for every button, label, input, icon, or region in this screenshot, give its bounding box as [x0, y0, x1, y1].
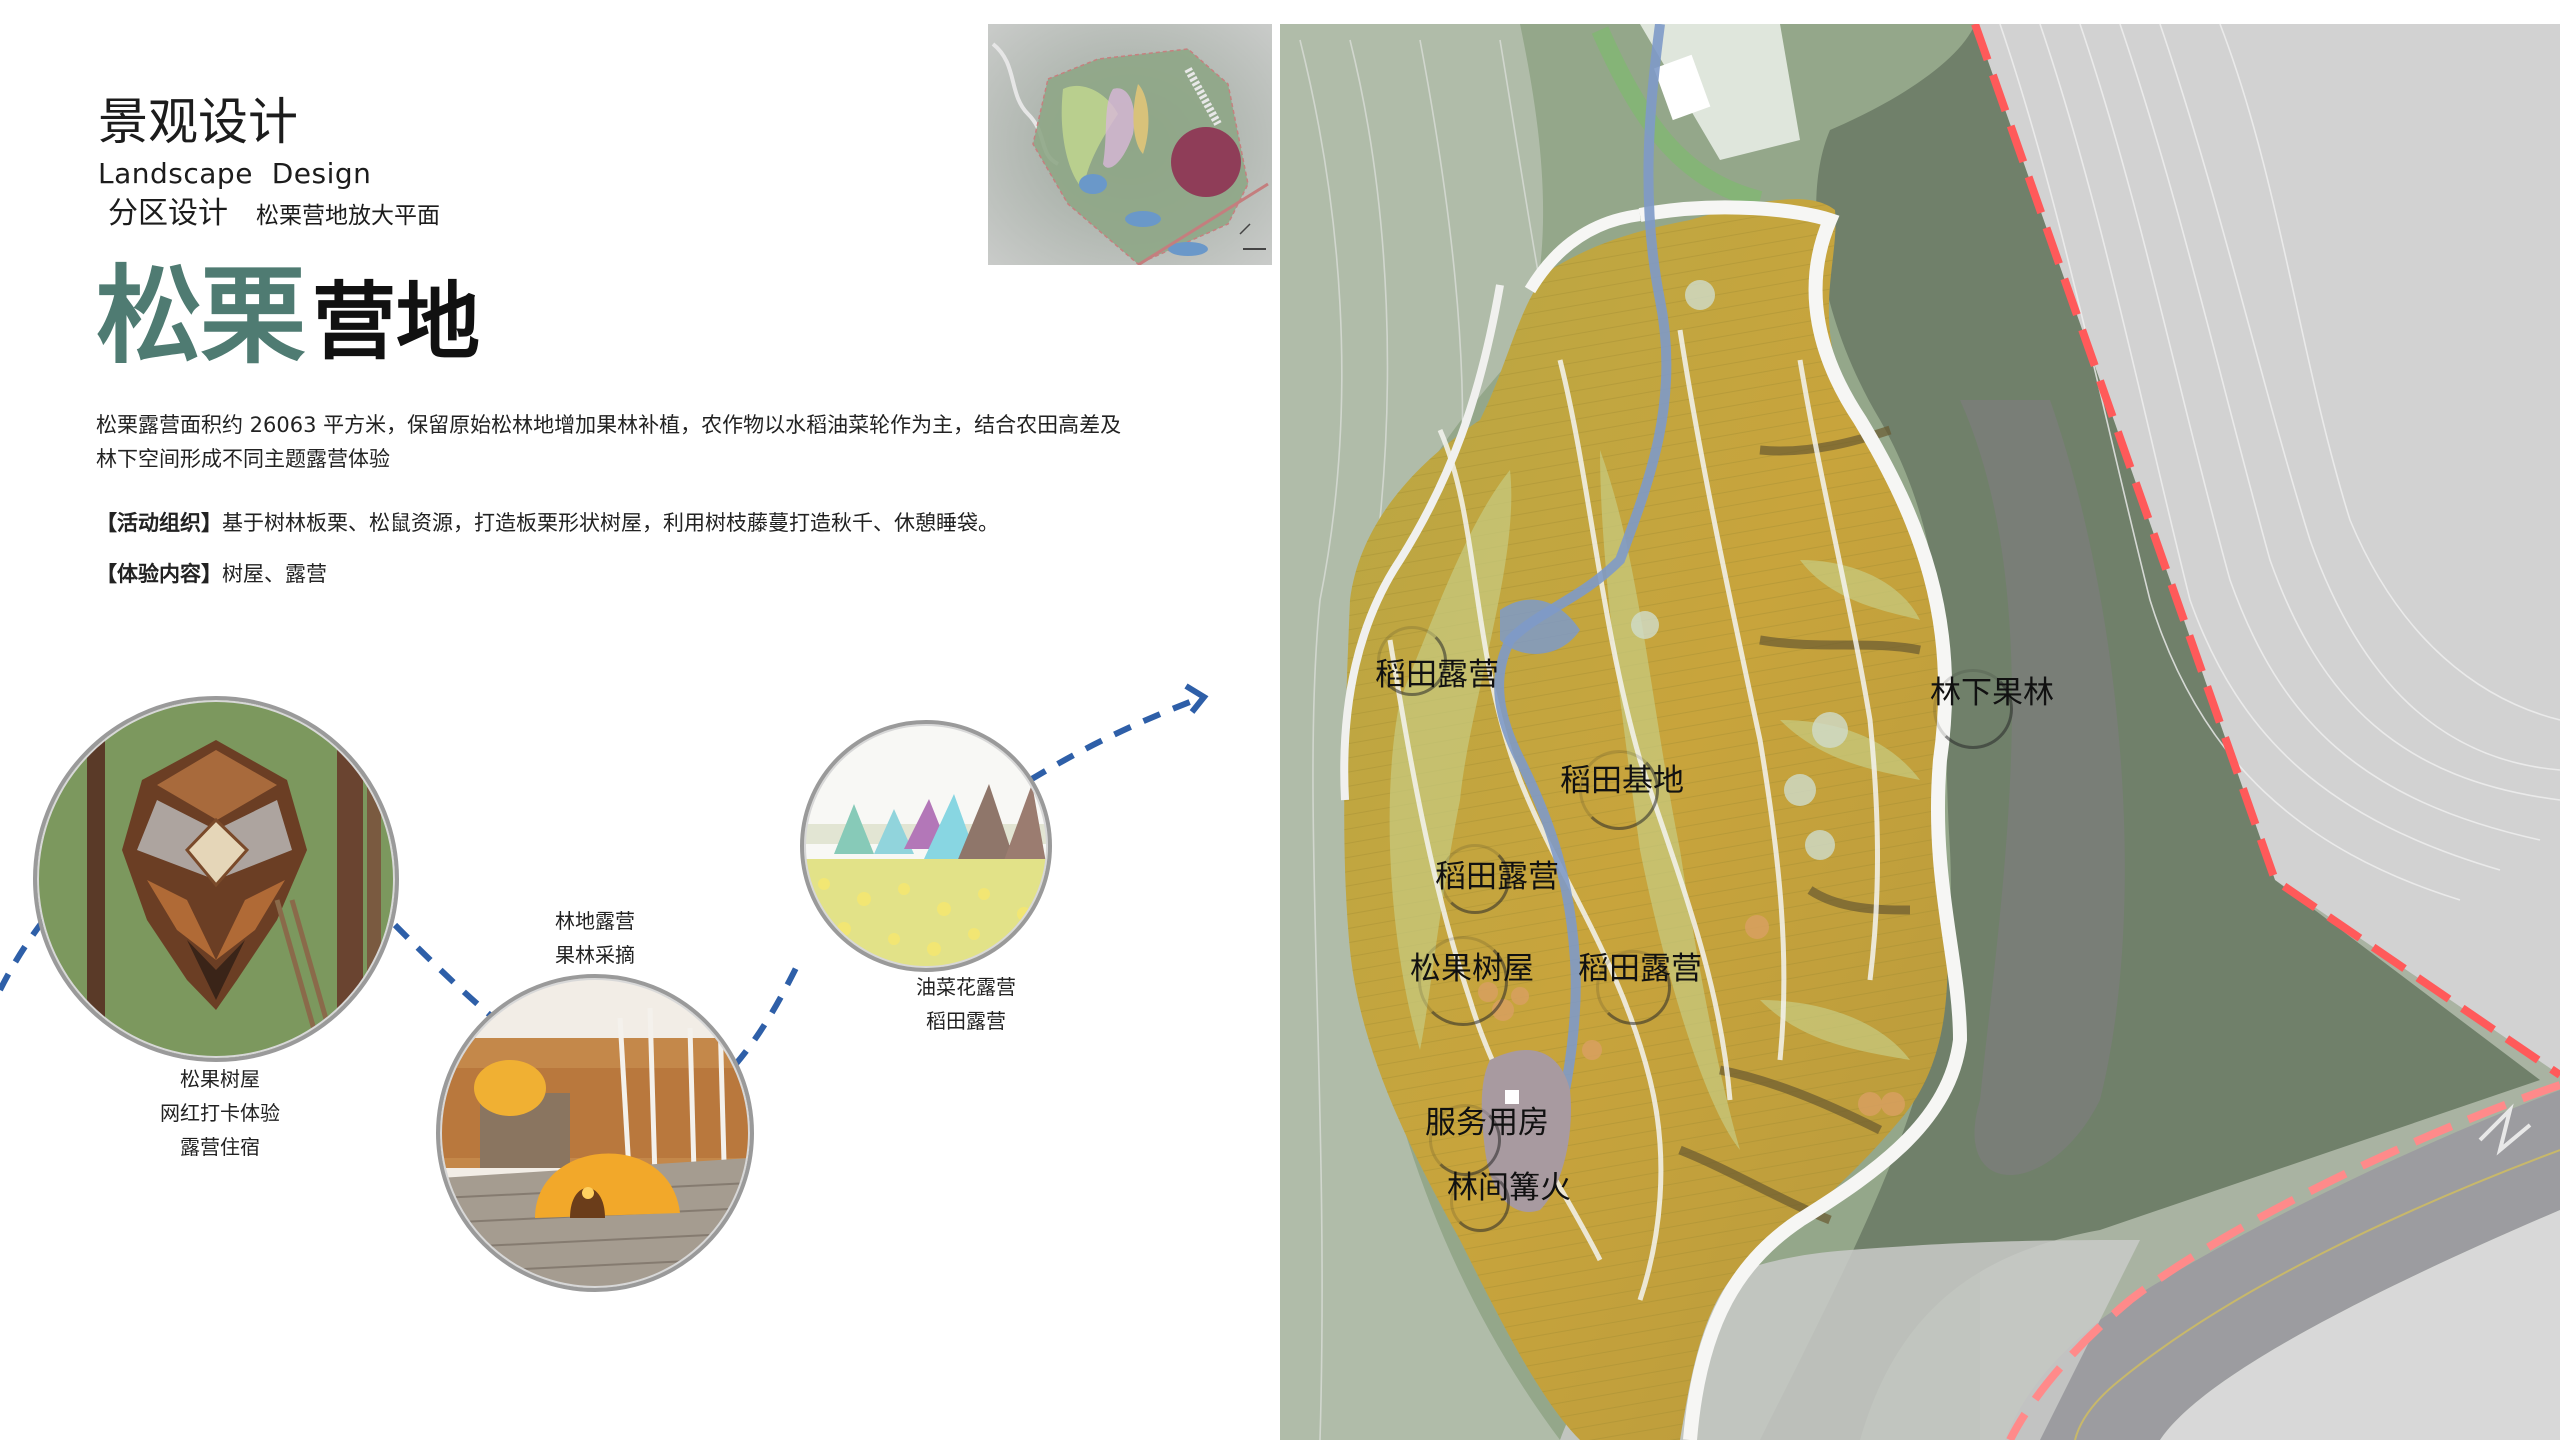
section-detail: 松栗营地放大平面	[256, 203, 440, 229]
journey-dashed-arrow	[0, 683, 1209, 1067]
label-ring-icon	[1596, 950, 1671, 1025]
map-label-rice-camp-2: 稻田露营	[1435, 859, 1559, 895]
page-subtitle-en: Landscape Design	[98, 157, 372, 190]
stop-3-caption: 油菜花露营 稻田露营	[916, 975, 1016, 1033]
label-ring-icon	[1933, 669, 2013, 749]
key-plan-thumbnail	[988, 24, 1272, 265]
photo-frame-ring	[33, 696, 399, 1062]
map-label-rice-camp-1: 稻田露营	[1375, 657, 1499, 693]
map-label-orchard: 林下果林	[1930, 675, 2054, 711]
experience-tag: 【体验内容】	[96, 562, 222, 586]
intro-paragraph: 松栗露营面积约 26063 平方米，保留原始松林地增加果林补植，农作物以水稻油菜…	[96, 413, 1122, 471]
stop-1-caption: 松果树屋 网红打卡体验 露营住宿	[160, 1067, 280, 1159]
map-label-pinecone-house: 松果树屋	[1410, 951, 1534, 987]
map-label-rice-base: 稻田基地	[1560, 763, 1684, 799]
arrowhead-icon	[1184, 683, 1209, 714]
feature-title-rest: 营地	[312, 273, 481, 371]
label-ring-icon	[1450, 1172, 1510, 1232]
map-label-bonfire: 林间篝火	[1447, 1170, 1571, 1206]
activity-paragraph: 【活动组织】基于树林板栗、松鼠资源，打造板栗形状树屋，利用树枝藤蔓打造秋千、休憩…	[96, 506, 999, 540]
feature-title: 松栗 营地	[96, 262, 480, 372]
feature-title-accent: 松栗	[96, 255, 306, 378]
map-label-service-building: 服务用房	[1425, 1105, 1549, 1141]
label-ring-icon	[1418, 936, 1508, 1026]
section-heading: 分区设计 松栗营地放大平面	[108, 194, 440, 236]
north-arrow-icon	[2478, 1103, 2532, 1156]
activity-text: 基于树林板栗、松鼠资源，打造板栗形状树屋，利用树枝藤蔓打造秋千、休憩睡袋。	[222, 511, 999, 535]
activity-tag: 【活动组织】	[96, 511, 222, 535]
label-ring-icon	[1440, 844, 1510, 914]
key-plan-highlight	[1171, 127, 1241, 197]
label-ring-icon	[1579, 750, 1659, 830]
experience-text: 树屋、露营	[222, 562, 327, 586]
photo-frame-ring	[800, 720, 1052, 972]
map-label-rice-camp-3: 稻田露营	[1578, 951, 1702, 987]
label-ring-icon	[1377, 626, 1447, 696]
site-plan-map: 稻田露营 稻田基地 稻田露营 松果树屋 稻田露营 林下果林 服务用房 林间篝火	[1280, 24, 2560, 1440]
experience-paragraph: 【体验内容】树屋、露营	[96, 557, 327, 591]
photo-frame-ring	[436, 974, 754, 1292]
section-label: 分区设计	[108, 196, 228, 231]
page-title: 景观设计	[98, 93, 298, 151]
stop-2-caption: 林地露营 果林采摘	[555, 909, 635, 967]
